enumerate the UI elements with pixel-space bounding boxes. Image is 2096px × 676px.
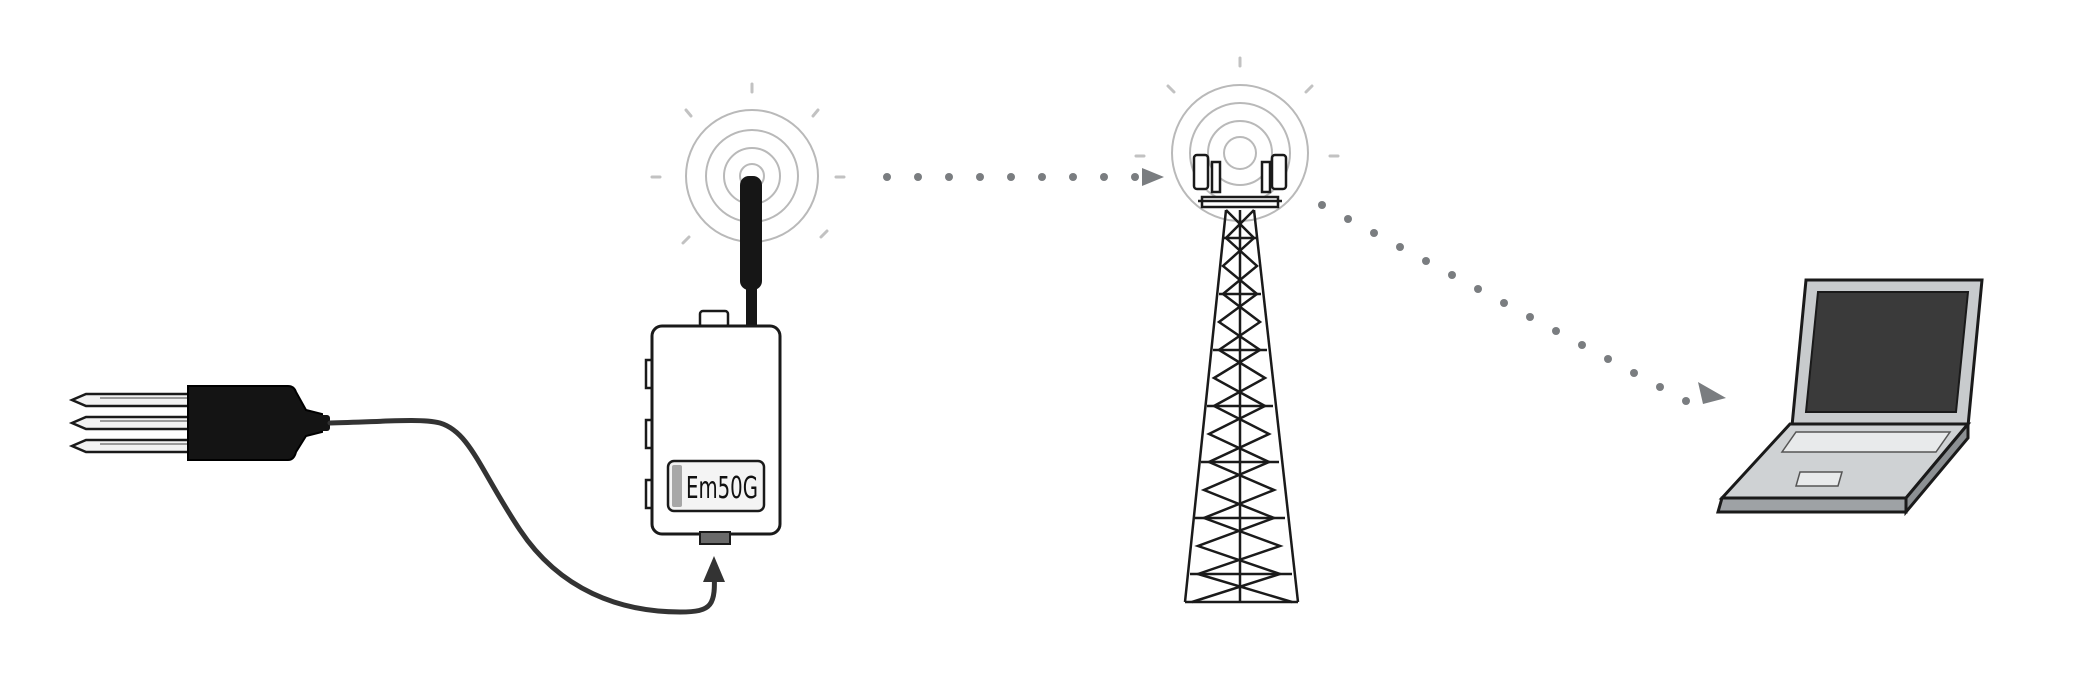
data-logger: Em50G: [644, 82, 846, 545]
link-arrowhead: [1142, 168, 1164, 186]
wireless-link-tower-to-laptop: [1318, 201, 1726, 405]
sensor-head: [187, 385, 323, 461]
logger-label-plate: [666, 459, 766, 513]
link-arrowhead: [1698, 382, 1726, 404]
soil-sensor-probe: [68, 385, 330, 461]
tower-antenna-array: [1192, 153, 1288, 209]
laptop-keyboard: [1780, 431, 1952, 453]
cell-tower: [1134, 56, 1340, 604]
tower-lattice: [1183, 209, 1300, 604]
logger-port: [699, 531, 731, 545]
sensor-prongs: [68, 392, 192, 454]
laptop-computer: [1716, 278, 1984, 517]
logger-label-text: Em50G: [686, 471, 758, 506]
tower-signal-rays: [1134, 56, 1340, 158]
logger-signal-rays: [650, 82, 846, 245]
laptop-screen: [1804, 291, 1970, 413]
sensor-cable: [327, 418, 717, 615]
logger-antenna: [740, 176, 762, 290]
wireless-link-logger-to-tower: [883, 168, 1164, 186]
cable-arrowhead: [703, 556, 725, 582]
laptop-touchpad: [1795, 471, 1843, 487]
